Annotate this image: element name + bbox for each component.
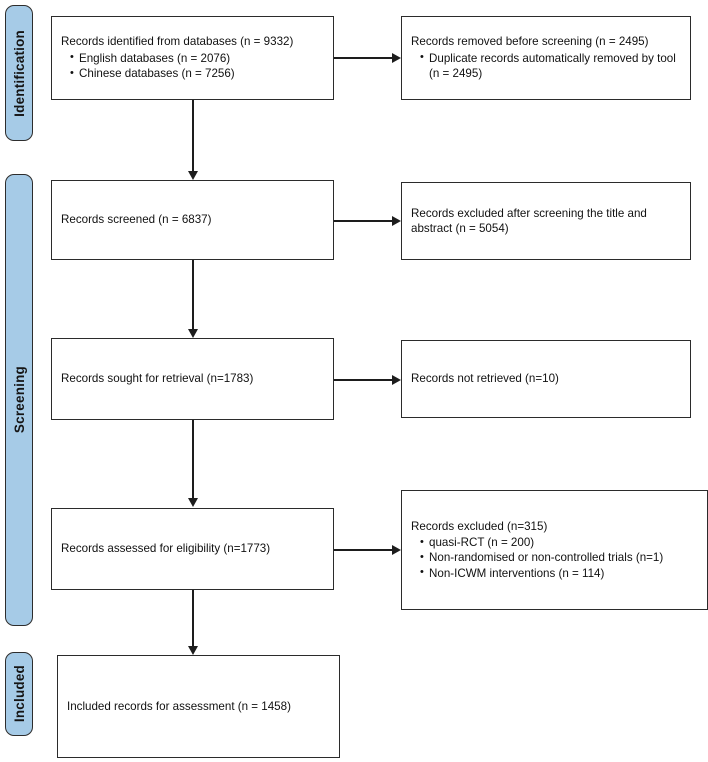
stage-pill-included: Included — [5, 652, 33, 736]
arrow-down-icon — [187, 329, 198, 338]
connector-identified-to-screened — [192, 100, 194, 172]
arrow-right-icon — [392, 544, 401, 555]
list-item: quasi-RCT (n = 200) — [420, 535, 698, 550]
box-records-removed-before-screening: Records removed before screening (n = 24… — [401, 16, 691, 100]
arrow-down-icon — [187, 646, 198, 655]
stage-label-screening: Screening — [11, 366, 27, 434]
box-records-identified-list: English databases (n = 2076) Chinese dat… — [61, 50, 324, 82]
box-records-excluded-screening: Records excluded after screening the tit… — [401, 182, 691, 260]
box-records-identified: Records identified from databases (n = 9… — [51, 16, 334, 100]
stage-label-identification: Identification — [11, 29, 27, 117]
connector-screened-to-excluded — [334, 220, 392, 222]
box-records-not-retrieved: Records not retrieved (n=10) — [401, 340, 691, 418]
arrow-right-icon — [392, 52, 401, 63]
box-records-not-retrieved-title: Records not retrieved (n=10) — [411, 372, 559, 386]
arrow-right-icon — [392, 215, 401, 226]
stage-pill-screening: Screening — [5, 174, 33, 626]
box-records-excluded-screening-title: Records excluded after screening the tit… — [411, 206, 647, 235]
list-item: Chinese databases (n = 7256) — [70, 66, 324, 81]
connector-identified-to-removed — [334, 57, 392, 59]
connector-assessed-to-excluded — [334, 549, 392, 551]
box-included-records-title: Included records for assessment (n = 145… — [67, 699, 291, 713]
list-item: Duplicate records automatically removed … — [420, 50, 681, 82]
box-records-assessed-eligibility-title: Records assessed for eligibility (n=1773… — [61, 542, 271, 556]
connector-assessed-to-included — [192, 590, 194, 647]
connector-screened-to-sought — [192, 260, 194, 330]
box-records-assessed-eligibility: Records assessed for eligibility (n=1773… — [51, 508, 334, 590]
box-records-removed-list: Duplicate records automatically removed … — [411, 50, 681, 82]
stage-pill-identification: Identification — [5, 5, 33, 141]
connector-sought-to-not-retrieved — [334, 379, 392, 381]
arrow-down-icon — [187, 171, 198, 180]
list-item: Non-randomised or non-controlled trials … — [420, 550, 698, 565]
stage-label-included: Included — [11, 665, 27, 723]
box-records-sought-retrieval-title: Records sought for retrieval (n=1783) — [61, 372, 254, 386]
box-records-removed-title: Records removed before screening (n = 24… — [411, 35, 649, 49]
box-records-excluded-eligibility-title: Records excluded (n=315) — [411, 519, 548, 533]
box-records-screened-title: Records screened (n = 6837) — [61, 213, 212, 227]
box-records-excluded-eligibility: Records excluded (n=315) quasi-RCT (n = … — [401, 490, 708, 610]
list-item: English databases (n = 2076) — [70, 50, 324, 66]
box-records-sought-retrieval: Records sought for retrieval (n=1783) — [51, 338, 334, 420]
box-included-records: Included records for assessment (n = 145… — [57, 655, 340, 758]
arrow-right-icon — [392, 374, 401, 385]
connector-sought-to-assessed — [192, 420, 194, 499]
box-records-identified-title: Records identified from databases (n = 9… — [61, 35, 294, 49]
box-records-screened: Records screened (n = 6837) — [51, 180, 334, 260]
list-item: Non-ICWM interventions (n = 114) — [420, 565, 698, 581]
box-records-excluded-eligibility-list: quasi-RCT (n = 200) Non-randomised or no… — [411, 535, 698, 581]
arrow-down-icon — [187, 498, 198, 507]
